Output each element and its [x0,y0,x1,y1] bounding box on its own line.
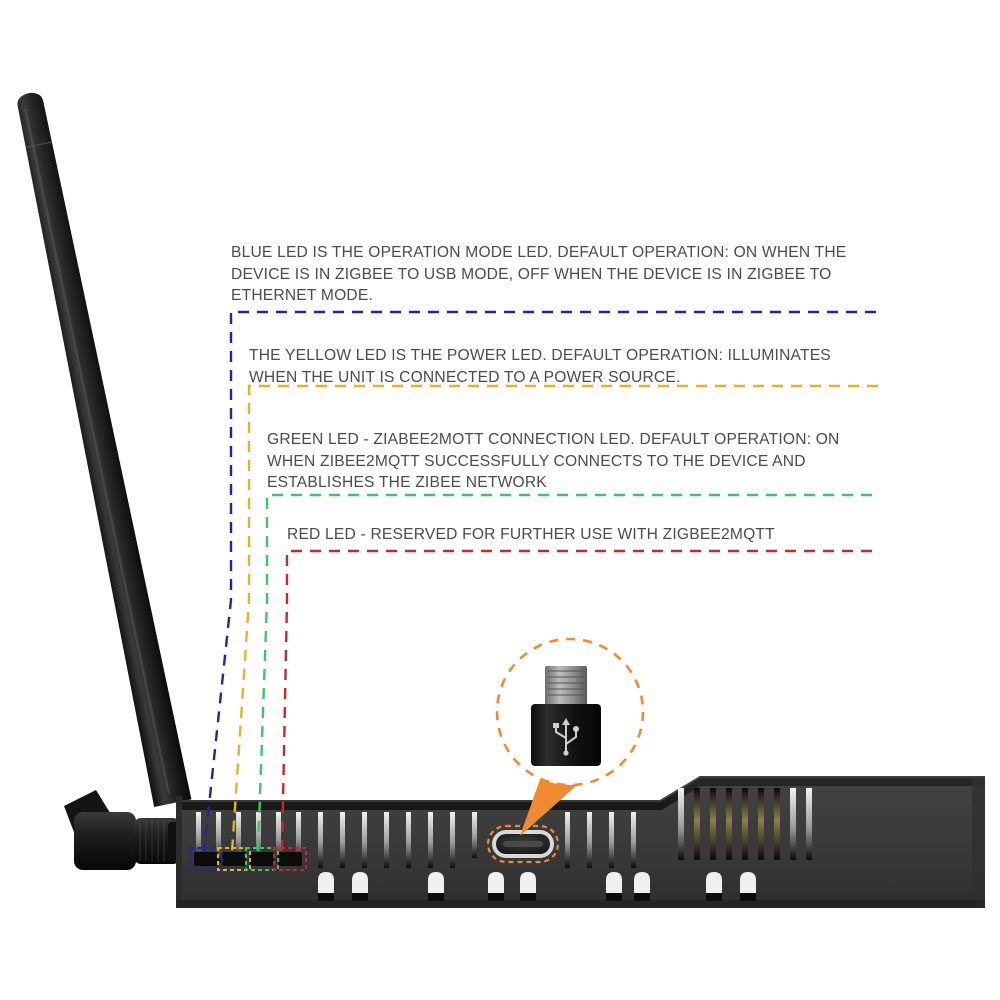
vent-slots-right [678,788,812,860]
wifi-antenna [17,92,192,870]
gateway-chassis [176,776,985,908]
green-led-indicator [250,852,274,866]
callout-line-green-led [256,493,872,853]
usb-c-port [492,830,554,858]
antenna-hinge [74,812,136,870]
yellow-led-indicator [222,852,246,866]
callout-line-blue-led [202,310,876,853]
led-highlight-boxes [189,847,307,871]
red-led-indicator [278,852,302,866]
callout-text-yellow-led: THE YELLOW LED IS THE POWER LED. DEFAULT… [249,347,831,386]
vent-slots-left [196,812,636,868]
callout-text-red-led: RED LED - RESERVED FOR FURTHER USE WITH … [287,526,775,543]
callout-text-green-led: GREEN LED - ZIABEE2MOTT CONNECTION LED. … [267,431,840,491]
callout-line-yellow-led [230,384,878,853]
vent-slots-lower [318,872,756,901]
usb-trident-symbol [553,718,579,756]
led-indicator-group [194,852,302,866]
callout-line-red-led [280,549,872,853]
usb-c-connector-closeup [531,666,601,766]
blue-led-indicator [194,852,218,866]
usb-closeup-circle [495,637,645,787]
callout-text-blue-led: BLUE LED IS THE OPERATION MODE LED. DEFA… [231,244,847,304]
